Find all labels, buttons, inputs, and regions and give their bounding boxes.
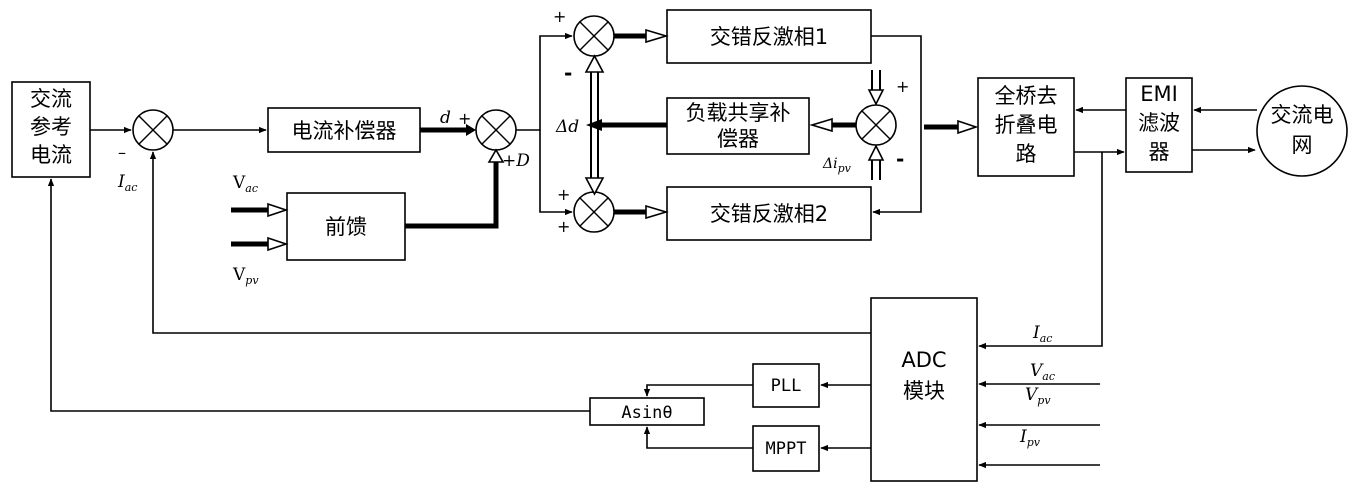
ac-grid-circle: 交流电 网 bbox=[1256, 85, 1348, 177]
ac-ref-line3: 电流 bbox=[30, 143, 72, 167]
ac-ref-line1: 交流 bbox=[30, 87, 72, 111]
grid-line1: 交流电 bbox=[1271, 103, 1334, 127]
emi-line1: EMI bbox=[1140, 82, 1178, 106]
sum1-minus-sign: – bbox=[118, 143, 126, 162]
current-compensator-label: 电流补偿器 bbox=[292, 119, 397, 143]
delta-d-label: Δd bbox=[555, 117, 579, 137]
ac-ref-line2: 参考 bbox=[30, 115, 72, 139]
phase1-plus-sign: + bbox=[553, 7, 566, 26]
adc-iac-label: Iac bbox=[1032, 323, 1052, 345]
loadshare-plus-sign: + bbox=[896, 77, 909, 96]
summing-junction-current bbox=[132, 109, 174, 151]
thick-signal-paths bbox=[231, 28, 979, 252]
summing-junction-load-share bbox=[855, 104, 897, 146]
load-share-compensator-block: 负载共享补 偿器 bbox=[666, 97, 810, 155]
flyback-phase1-label: 交错反激相1 bbox=[710, 25, 828, 49]
flyback-phase1-block: 交错反激相1 bbox=[666, 9, 872, 64]
adc-line2: 模块 bbox=[903, 379, 945, 403]
emi-line3: 器 bbox=[1149, 140, 1170, 164]
phase2-plus-sign-2: + bbox=[557, 217, 570, 236]
mppt-label: MPPT bbox=[766, 439, 807, 459]
phase1-minus-sign: - bbox=[564, 61, 572, 85]
asin-theta-label: Asinθ bbox=[621, 403, 672, 423]
grid-line2: 网 bbox=[1292, 133, 1313, 157]
load-share-line1: 负载共享补 bbox=[686, 101, 791, 125]
loadshare-minus-sign: - bbox=[896, 147, 904, 171]
unfold-line2: 折叠电 bbox=[995, 113, 1058, 137]
pll-label: PLL bbox=[771, 376, 802, 396]
vpv-input-label: Vpv bbox=[232, 265, 259, 287]
pll-block: PLL bbox=[752, 363, 820, 408]
signal-lines bbox=[47, 32, 1257, 469]
summing-junction-phase1 bbox=[573, 15, 615, 57]
adc-module-block: ADC 模块 bbox=[870, 297, 978, 482]
summing-junction-duty bbox=[475, 109, 517, 151]
emi-filter-block: EMI 滤波 器 bbox=[1125, 77, 1193, 173]
feedforward-block: 前馈 bbox=[286, 192, 406, 261]
emi-line2: 滤波 bbox=[1138, 111, 1180, 135]
load-share-line2: 偿器 bbox=[717, 127, 759, 151]
ac-reference-current-block: 交流 参考 电流 bbox=[11, 81, 91, 178]
adc-vac-label: Vac bbox=[1030, 361, 1055, 383]
iac-feedback-label: Iac bbox=[117, 172, 137, 194]
adc-ipv-label: Ipv bbox=[1019, 427, 1041, 449]
mppt-block: MPPT bbox=[752, 425, 820, 472]
unfold-line1: 全桥去 bbox=[995, 84, 1058, 108]
vac-input-label: Vac bbox=[232, 173, 258, 195]
summing-junction-phase2 bbox=[573, 191, 615, 233]
feedforward-label: 前馈 bbox=[325, 215, 367, 239]
sum2-plus-sign: + bbox=[458, 109, 471, 128]
duty-d-label: d bbox=[440, 108, 451, 128]
flyback-phase2-label: 交错反激相2 bbox=[710, 202, 828, 226]
current-compensator-block: 电流补偿器 bbox=[267, 107, 421, 153]
delta-ipv-label: Δipv bbox=[822, 156, 852, 175]
flyback-phase2-block: 交错反激相2 bbox=[666, 186, 872, 241]
adc-line1: ADC bbox=[901, 348, 946, 372]
plus-big-d-label: +D bbox=[502, 151, 530, 171]
unfold-line3: 路 bbox=[1016, 142, 1037, 166]
full-bridge-unfolding-block: 全桥去 折叠电 路 bbox=[977, 77, 1075, 177]
phase2-plus-sign-1: + bbox=[557, 185, 570, 204]
asin-theta-block: Asinθ bbox=[589, 397, 705, 426]
adc-vpv-label: Vpv bbox=[1025, 385, 1051, 407]
